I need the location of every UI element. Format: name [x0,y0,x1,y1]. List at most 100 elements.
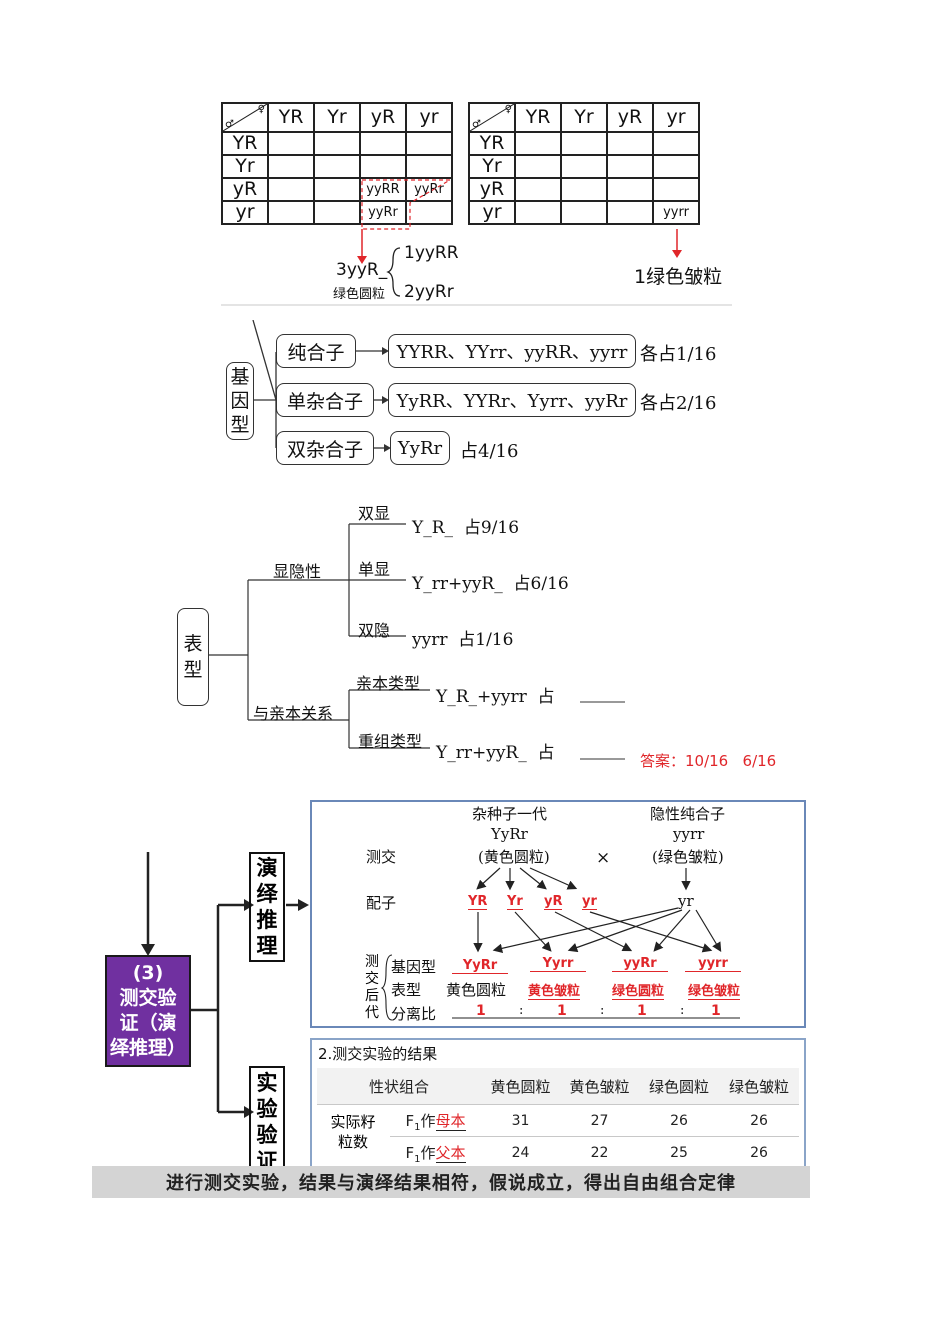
gamete-yR: yR [544,894,563,910]
corner-diagonal [223,104,267,131]
value-cell: 27 [590,1113,609,1129]
corner-cell: ♂ ♀ [221,102,269,133]
arrow-head [357,256,367,264]
punnett-square-1: ♂ ♀ YR Yr yR yr YR Yr yR yyRR yyRr yr yy… [221,102,453,225]
value-cell: 25 [670,1145,688,1161]
header-yellow-round: 黄色圆粒 [490,1077,551,1096]
verification-char: 验 [256,1097,278,1121]
deduction-diagram-lines [380,867,740,1021]
col-header: yr [652,102,700,133]
male-symbol: ♂ [225,119,234,130]
row-gamete-label: 配子 [366,894,397,912]
root-char: 表 [183,633,203,655]
single-heterozygote-box: 单杂合子 [276,383,374,417]
step-line: 绎推理） [109,1037,186,1059]
phenotype-row-label: 表型 [391,981,422,999]
genotype-root-box: 基 因 型 [226,362,254,440]
row-header: yR [468,177,516,202]
punnett-1-annotations [221,179,732,306]
ratio-value: 1 [637,1003,647,1019]
double-dominant-label: 双显 [358,504,391,523]
gamete-yr: yr [582,894,597,910]
female-symbol: ♀ [504,104,512,115]
double-recessive-label: 双隐 [358,621,391,640]
parent-relation-group-label: 与亲本关系 [253,704,334,723]
row-label: F1作父本 [390,1142,481,1165]
offspring-phenotype-green-wrinkled: 绿色皱粒 [688,980,741,1000]
row-group-label: 实际籽 粒数 [317,1112,389,1152]
note-3yyR: 3yyR_ [336,260,388,280]
col-header: YR [267,102,315,133]
results-row: F1作母本 31 27 26 26 [390,1106,799,1137]
offspring-genotype-yyRr: yyRr [612,956,668,972]
cell-yyRR: yyRR [359,177,407,202]
step-number: (3) [132,962,164,984]
double-heterozygote-members-box: YyRr [390,431,450,465]
col-header: yR [606,102,654,133]
offspring-phenotype-yellow-round: 黄色圆粒 [446,981,507,999]
col-header: yr [405,102,453,133]
offspring-genotype-Yyrr: Yyrr [530,956,586,972]
homozygote-members-box: YYRR、YYrr、yyRR、yyrr [388,334,636,368]
ratio-value: 1 [557,1003,567,1019]
row-header: yr [468,200,516,225]
value-cell: 31 [511,1113,530,1129]
answer-text: 答案：10/16 6/16 [640,752,777,770]
row-label-role: 父本 [435,1143,466,1163]
cell-yyRr: yyRr [405,177,453,202]
dominance-group-label: 显隐性 [273,562,322,581]
value-cell: 24 [511,1145,530,1161]
double-dominant-text: Y_R_ 占9/16 [412,518,520,538]
parent1-title: 杂种子一代 [472,805,548,823]
offspring-genotype-YyRr: YyRr [452,958,508,974]
row-header: yR [221,177,269,202]
dashed-selection [361,179,453,230]
row-label-mid: 作 [420,1143,436,1162]
side-char: 交 [365,971,379,987]
row-header: YR [221,131,269,156]
phenotype-root-box: 表 型 [177,608,209,706]
value-cell: 26 [750,1145,768,1161]
side-char: 代 [365,1005,379,1021]
punnett-square-2: ♂ ♀ YR Yr yR yr YR Yr yR yr yyrr [468,102,700,225]
row-label-sub: 1 [414,1153,421,1165]
col-header: YR [514,102,562,133]
deduction-box: 演 绎 推 理 [249,852,285,962]
ratio-value: 1 [476,1003,486,1019]
homozygote-share: 各占1/16 [640,344,717,365]
verification-box: 实 验 验 证 [249,1066,285,1170]
parent1-genotype: YyRr [491,825,528,843]
recombinant-type-label: 重组类型 [358,732,423,751]
note-green-wrinkled: 1绿色皱粒 [634,266,723,288]
ratio-value: 1 [711,1003,721,1019]
deduction-char: 演 [256,856,278,880]
offspring-phenotype-yellow-wrinkled: 黄色皱粒 [528,980,581,1000]
ratio-sep: : [680,1003,685,1018]
cell-yyrr: yyrr [652,200,700,225]
ratio-sep: : [600,1003,605,1018]
value-cell: 26 [670,1113,688,1129]
note-2yyRr: 2yyRr [404,282,454,302]
row-label: F1作母本 [390,1110,481,1133]
double-heterozygote-share: 占4/16 [460,441,519,462]
single-heterozygote-share: 各占2/16 [640,393,717,414]
header-green-round: 绿色圆粒 [648,1077,709,1096]
root-char: 基 [230,366,250,388]
homozygote-box: 纯合子 [276,334,356,368]
parent1-phenotype: (黄色圆粒) [478,848,550,866]
value-cell: 26 [750,1113,768,1129]
ratio-row-label: 分离比 [391,1005,437,1023]
single-dominant-label: 单显 [358,560,391,579]
deduction-char: 理 [256,934,278,958]
single-dominant-text: Y_rr+yyR_ 占6/16 [412,574,569,594]
ratio-sep: : [519,1003,524,1018]
parent2-phenotype: (绿色皱粒) [652,848,724,866]
cell-yyRr: yyRr [359,200,407,225]
genotype-row-label: 基因型 [391,958,437,976]
col-header: yR [359,102,407,133]
header-green-wrinkled: 绿色皱粒 [728,1077,789,1096]
row-label-f: F [405,1143,415,1162]
double-heterozygote-box: 双杂合子 [276,431,374,465]
col-header: Yr [313,102,361,133]
row-header: yr [221,200,269,225]
